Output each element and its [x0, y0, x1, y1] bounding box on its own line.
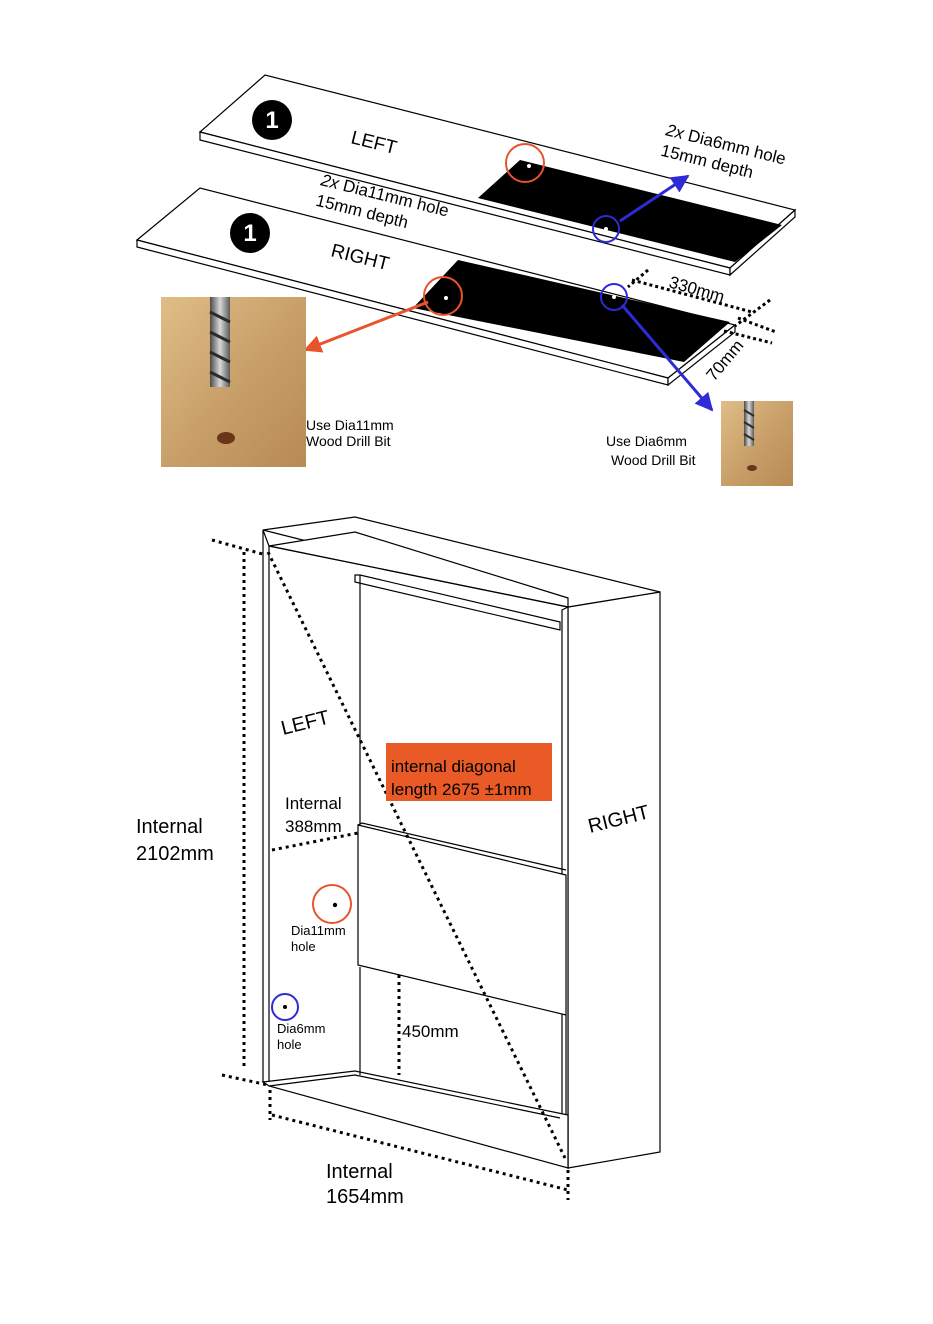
cabinet-small-hole-line2: hole: [277, 1037, 302, 1052]
cabinet-large-hole-line1: Dia11mm: [291, 923, 346, 938]
diagonal-line1: internal diagonal: [391, 757, 516, 776]
small-drill-line2: Wood Drill Bit: [611, 452, 696, 468]
small-hole-count: 2x: [663, 120, 686, 143]
large-drill-photo: [161, 297, 306, 467]
diagonal-callout: internal diagonal length 2675 ±1mm: [386, 743, 552, 801]
right-step-number: 1: [243, 220, 256, 247]
large-drill-arrow: [305, 302, 428, 350]
cabinet-left-label: LEFT: [279, 707, 332, 740]
diagonal-dimension-line: [268, 552, 565, 1158]
small-drill-line1: Use Dia6mm: [606, 433, 687, 449]
small-drill-photo: [721, 401, 793, 486]
width-line2: 1654mm: [326, 1186, 404, 1208]
cabinet-frame: [263, 517, 660, 1168]
shelf-height-line1: Internal: [285, 794, 342, 813]
height-line2: 2102mm: [136, 843, 214, 865]
groove-length-label: 330mm: [667, 273, 727, 307]
small-hole-spec: 2x Dia6mm hole 15mm depth: [658, 120, 788, 189]
large-drill-line2: Wood Drill Bit: [306, 433, 391, 449]
cabinet-small-hole-line1: Dia6mm: [277, 1021, 325, 1036]
left-step-number: 1: [265, 107, 278, 134]
width-line1: Internal: [326, 1161, 393, 1183]
large-drill-line1: Use Dia11mm: [306, 417, 394, 433]
cabinet-large-hole-line2: hole: [291, 939, 316, 954]
shelf-height-line2: 388mm: [285, 817, 342, 836]
cabinet-large-hole-marker: [313, 885, 351, 923]
large-hole-count: 2x: [318, 170, 341, 193]
height-line1: Internal: [136, 816, 203, 838]
diagonal-line2: length 2675 ±1mm: [391, 780, 532, 799]
lower-gap-label: 450mm: [402, 1022, 459, 1041]
